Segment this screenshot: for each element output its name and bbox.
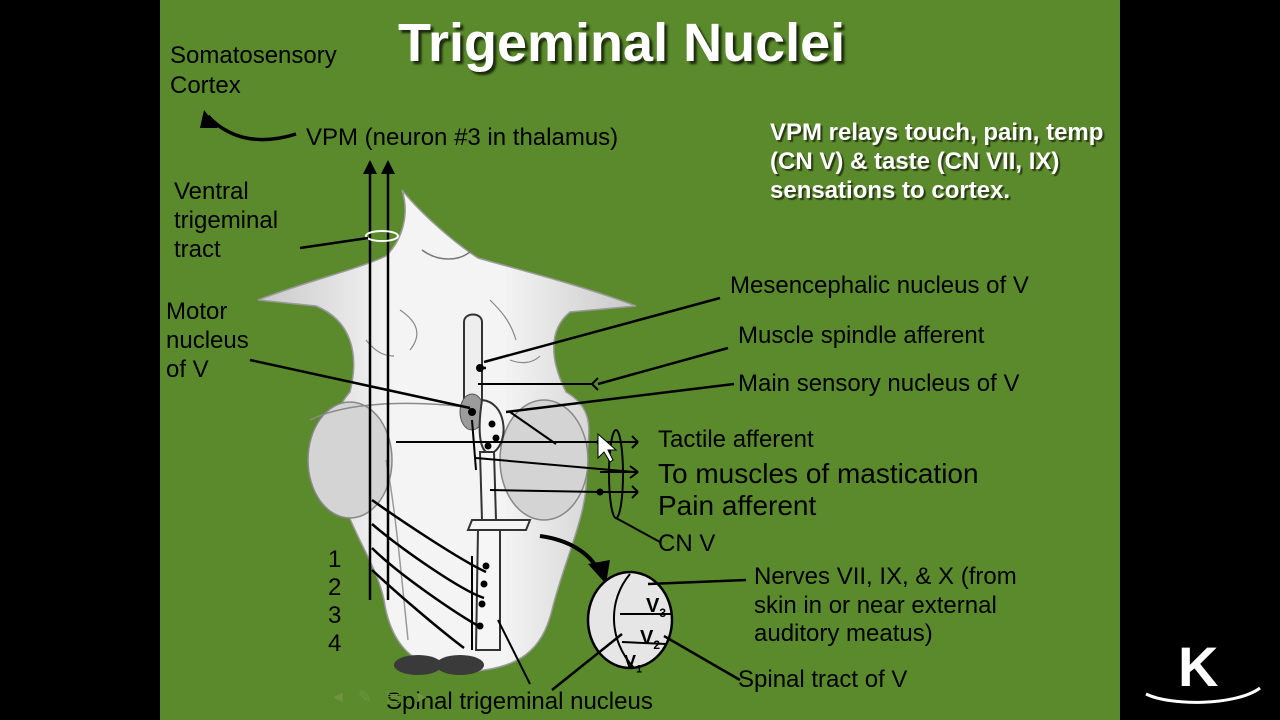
right-peduncle [499, 399, 589, 521]
label-main-sensory: Main sensory nucleus of V [738, 370, 1020, 397]
label-spinal-tract: Spinal tract of V [738, 666, 908, 693]
label-tactile: Tactile afferent [658, 426, 814, 453]
label-v2: V2 [640, 627, 661, 652]
logo-letter: K [1178, 635, 1218, 698]
label-muscle-spindle: Muscle spindle afferent [738, 322, 985, 349]
next-slide-icon[interactable]: ► [414, 689, 430, 706]
menu-icon[interactable]: ▤ [386, 689, 402, 706]
label-ventral-2: trigeminal [174, 207, 279, 234]
label-v3: V3 [646, 595, 667, 620]
level-number: 4 [328, 630, 342, 657]
label-v1: V1 [624, 652, 643, 676]
trigeminal-diagram [200, 110, 747, 691]
label-nerves-2: skin in or near external [754, 592, 997, 619]
label-cn-v: CN V [658, 530, 716, 557]
label-mesencephalic: Mesencephalic nucleus of V [730, 272, 1029, 299]
level-number: 1 [328, 546, 342, 573]
level-number: 2 [328, 574, 342, 601]
label-ventral-3: tract [174, 236, 221, 263]
level-number: 3 [328, 602, 342, 629]
label-mastication: To muscles of mastication [658, 458, 979, 489]
label-pain: Pain afferent [658, 490, 817, 521]
label-motor-1: Motor [166, 298, 228, 325]
label-vpm: VPM (neuron #3 in thalamus) [306, 124, 619, 151]
left-peduncle [307, 401, 393, 519]
slide-title: Trigeminal Nuclei [398, 13, 846, 73]
label-nerves-3: auditory meatus) [754, 620, 933, 647]
label-motor-3: of V [166, 356, 209, 383]
label-cortex: Cortex [170, 72, 241, 99]
label-somatosensory: Somatosensory [170, 42, 337, 69]
slide-toolbar: ◄ ✎ ▤ ► [330, 690, 432, 706]
slide: Trigeminal Nuclei VPM relays touch, pain… [160, 0, 1120, 720]
label-motor-2: nucleus [166, 327, 249, 354]
prev-slide-icon[interactable]: ◄ [330, 689, 346, 706]
label-ventral-1: Ventral [174, 178, 249, 205]
label-spinal-nucleus: Spinal trigeminal nucleus [386, 688, 653, 715]
vpm-note: VPM relays touch, pain, temp (CN V) & ta… [770, 119, 1104, 204]
k-logo: K [1145, 635, 1261, 704]
pen-icon[interactable]: ✎ [358, 689, 372, 706]
level-numbers: 1 2 3 4 [328, 546, 341, 658]
label-nerves-1: Nerves VII, IX, & X (from [754, 563, 1017, 590]
